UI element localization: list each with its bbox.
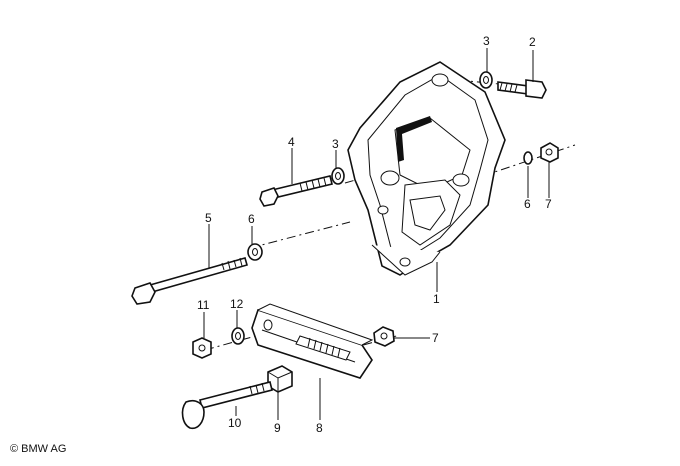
callout-1: 1 bbox=[433, 292, 440, 306]
callout-12: 12 bbox=[230, 297, 244, 311]
washer-part-3-mid bbox=[331, 167, 345, 185]
nut-part-7-lower bbox=[373, 326, 395, 347]
callout-3-mid: 3 bbox=[332, 137, 339, 151]
callout-5: 5 bbox=[205, 211, 212, 225]
callout-11: 11 bbox=[197, 298, 210, 312]
nut-part-7-top bbox=[540, 142, 559, 163]
bolt-part-2 bbox=[497, 79, 547, 99]
axis-line-left bbox=[249, 221, 351, 249]
washer-part-3-top bbox=[479, 71, 493, 89]
nut-part-11 bbox=[192, 337, 212, 359]
washer-part-6-right bbox=[523, 151, 533, 165]
callout-7-top: 7 bbox=[545, 197, 552, 211]
bracket-part-1 bbox=[347, 61, 506, 276]
callout-6-left: 6 bbox=[248, 212, 255, 226]
slotted-plate-part-8 bbox=[251, 303, 374, 379]
callout-2: 2 bbox=[529, 35, 536, 49]
bolt-part-4 bbox=[259, 175, 333, 207]
square-nut-part-9 bbox=[267, 365, 293, 393]
washer-part-6-left bbox=[247, 243, 263, 261]
washer-part-12 bbox=[231, 327, 245, 345]
callout-8: 8 bbox=[316, 421, 323, 435]
copyright-text: © BMW AG bbox=[10, 443, 67, 455]
callout-6-right: 6 bbox=[524, 197, 531, 211]
carriage-bolt-part-10 bbox=[181, 381, 273, 430]
callout-9: 9 bbox=[274, 421, 281, 435]
callout-3-top: 3 bbox=[483, 34, 490, 48]
callout-7-lower: 7 bbox=[432, 331, 439, 345]
callout-4: 4 bbox=[288, 135, 295, 149]
bolt-part-5 bbox=[131, 257, 248, 305]
callout-10: 10 bbox=[228, 416, 242, 430]
